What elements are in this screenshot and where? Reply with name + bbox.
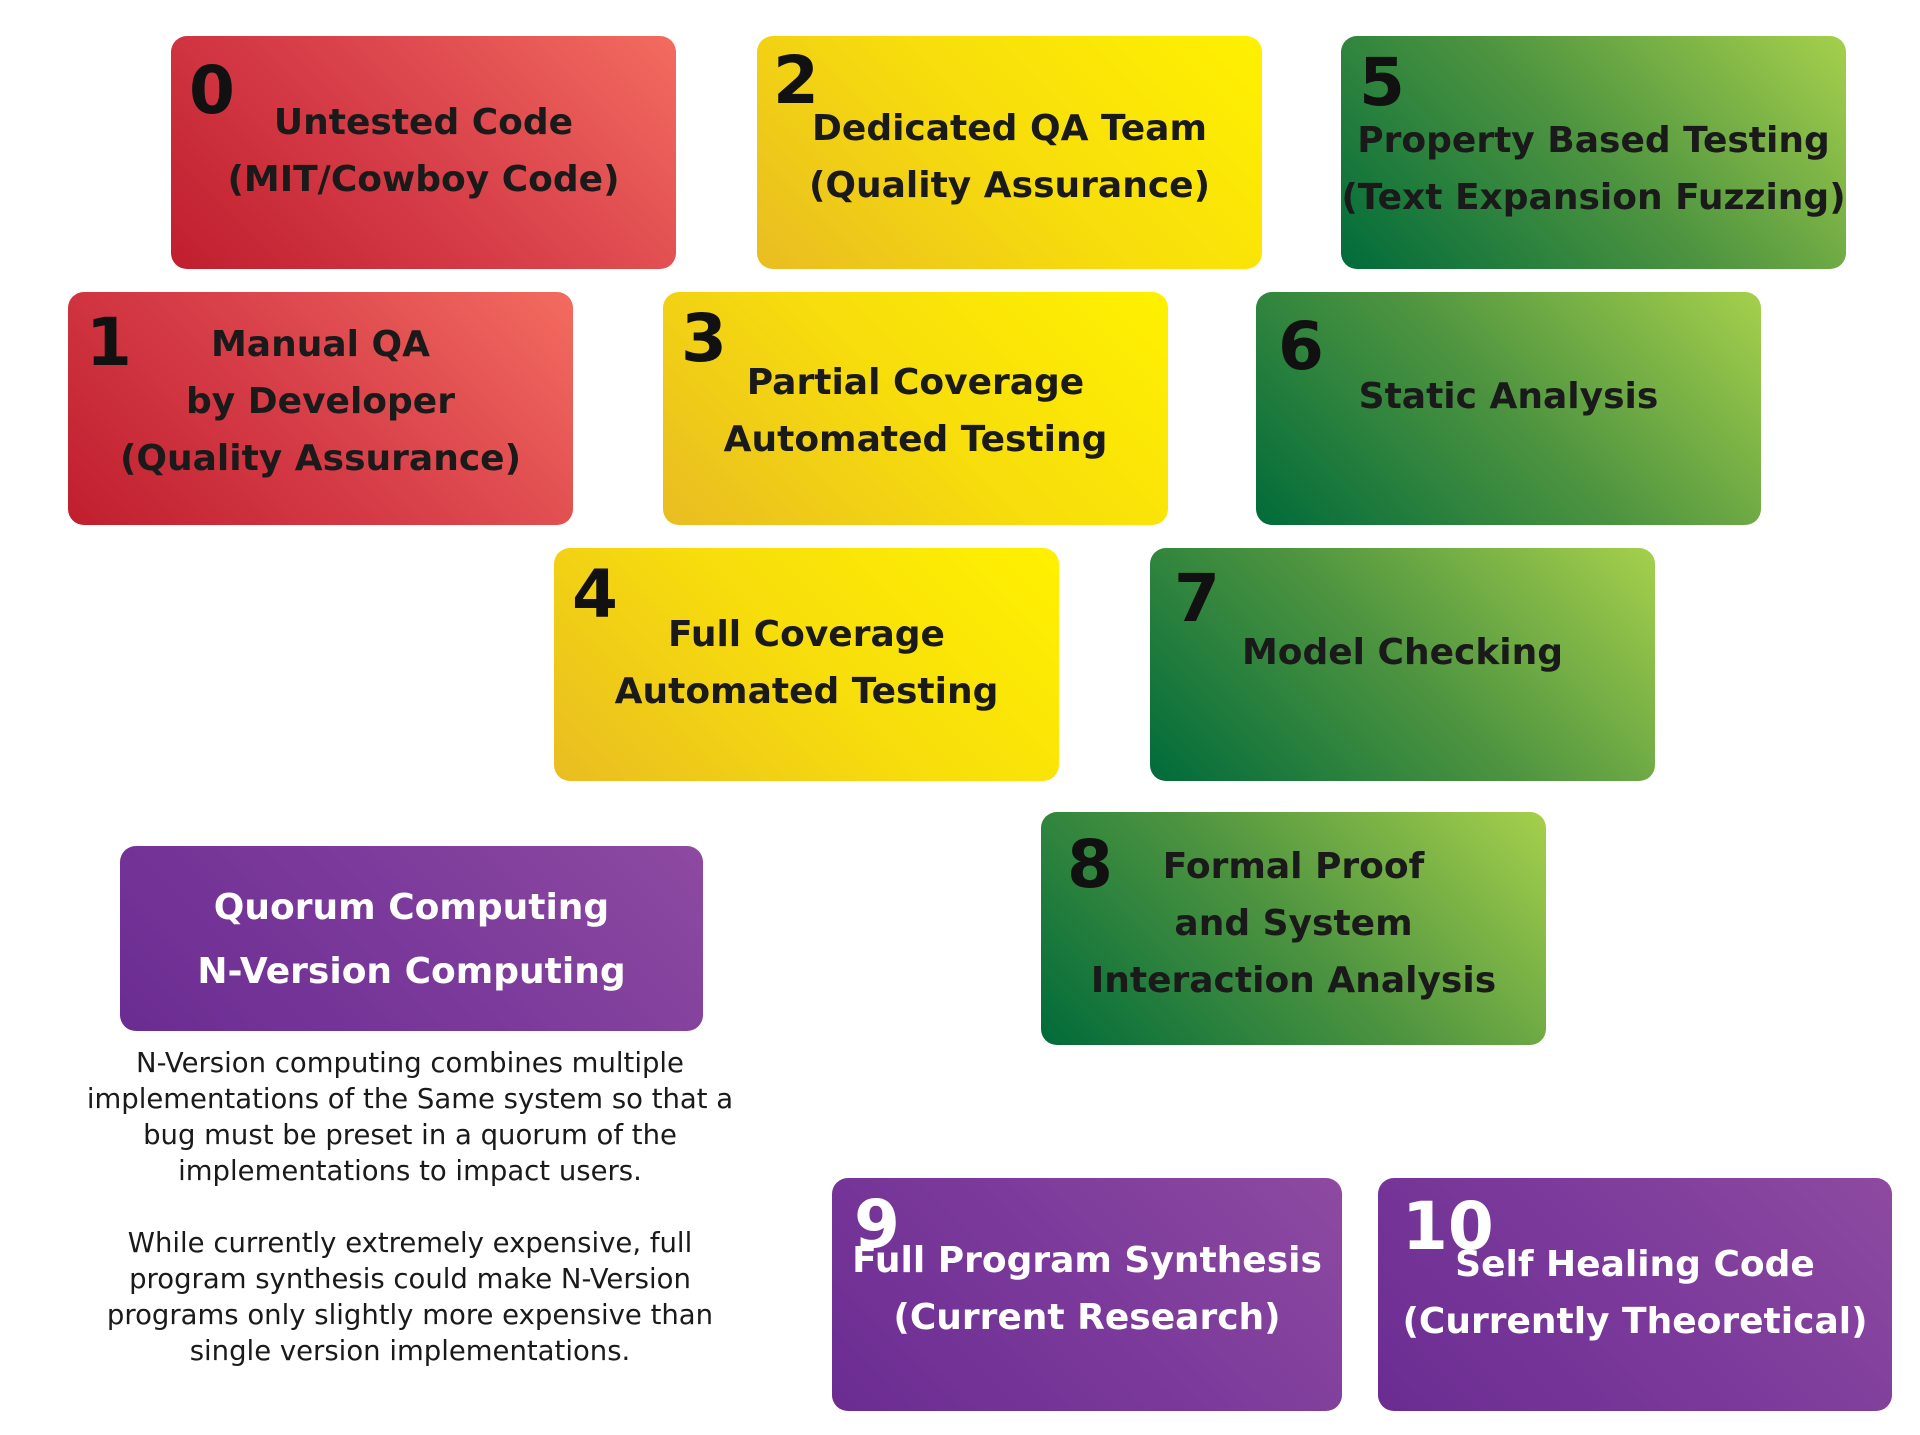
level-label: Static Analysis [1256, 368, 1761, 425]
level-label-line: (MIT/Cowboy Code) [227, 159, 620, 200]
level-label-line: (Quality Assurance) [808, 165, 1211, 206]
level-number: 3 [681, 300, 727, 377]
level-0-card: 0 Untested Code (MIT/Cowboy Code) [171, 36, 676, 269]
level-number: 10 [1402, 1188, 1494, 1265]
level-label-line: by Developer [186, 381, 455, 422]
level-3-card: 3 Partial Coverage Automated Testing [663, 292, 1168, 525]
level-label-line: Dedicated QA Team [812, 108, 1207, 149]
level-8-card: 8 Formal Proof and System Interaction An… [1041, 812, 1546, 1045]
level-label-line: (Quality Assurance) [119, 438, 522, 479]
n-version-description: N-Version computing combines multiple im… [80, 1045, 740, 1369]
description-paragraph: While currently extremely expensive, ful… [106, 1227, 714, 1367]
level-number: 5 [1359, 44, 1405, 121]
quorum-label: Quorum Computing N-Version Computing [120, 876, 703, 1004]
level-number: 4 [572, 556, 618, 633]
level-label: Model Checking [1150, 624, 1655, 681]
level-label-line: (Current Research) [893, 1297, 1281, 1338]
level-label-line: Manual QA [210, 324, 430, 365]
level-label-line: Full Program Synthesis [852, 1240, 1322, 1281]
level-number: 1 [86, 304, 132, 381]
level-6-card: 6 Static Analysis [1256, 292, 1761, 525]
level-label-line: Interaction Analysis [1090, 960, 1497, 1001]
level-label-line: Automated Testing [614, 671, 999, 712]
level-label-line: Model Checking [1241, 632, 1564, 673]
level-2-card: 2 Dedicated QA Team (Quality Assurance) [757, 36, 1262, 269]
level-label-line: Automated Testing [723, 419, 1108, 460]
level-label: Self Healing Code (Currently Theoretical… [1378, 1236, 1892, 1350]
level-number: 7 [1174, 560, 1220, 637]
level-1-card: 1 Manual QA by Developer (Quality Assura… [68, 292, 573, 525]
level-label-line: Partial Coverage [746, 362, 1085, 403]
level-label: Untested Code (MIT/Cowboy Code) [171, 94, 676, 208]
level-label: Full Program Synthesis (Current Research… [832, 1232, 1342, 1346]
description-paragraph: N-Version computing combines multiple im… [86, 1047, 734, 1187]
level-label-line: Untested Code [273, 102, 574, 143]
level-label: Formal Proof and System Interaction Anal… [1041, 838, 1546, 1009]
quorum-label-line: N-Version Computing [197, 951, 626, 992]
level-10-card: 10 Self Healing Code (Currently Theoreti… [1378, 1178, 1892, 1411]
level-label-line: Formal Proof [1162, 846, 1425, 887]
quorum-computing-card: Quorum Computing N-Version Computing [120, 846, 703, 1031]
level-7-card: 7 Model Checking [1150, 548, 1655, 781]
level-label-line: Property Based Testing [1357, 120, 1830, 161]
level-5-card: 5 Property Based Testing (Text Expansion… [1341, 36, 1846, 269]
level-label: Full Coverage Automated Testing [554, 606, 1059, 720]
level-number: 6 [1278, 308, 1324, 385]
level-label: Property Based Testing (Text Expansion F… [1341, 112, 1846, 226]
level-4-card: 4 Full Coverage Automated Testing [554, 548, 1059, 781]
level-9-card: 9 Full Program Synthesis (Current Resear… [832, 1178, 1342, 1411]
level-label: Partial Coverage Automated Testing [663, 354, 1168, 468]
level-label-line: (Currently Theoretical) [1402, 1301, 1868, 1342]
level-label-line: Full Coverage [668, 614, 945, 655]
level-number: 9 [854, 1186, 900, 1263]
level-label-line: and System [1174, 903, 1413, 944]
level-number: 0 [189, 52, 235, 129]
level-number: 8 [1067, 826, 1113, 903]
level-label-line: (Text Expansion Fuzzing) [1341, 177, 1846, 218]
level-label: Dedicated QA Team (Quality Assurance) [757, 100, 1262, 214]
level-label-line: Static Analysis [1358, 376, 1659, 417]
quorum-label-line: Quorum Computing [213, 887, 610, 928]
level-label: Manual QA by Developer (Quality Assuranc… [68, 316, 573, 487]
level-label-line: Self Healing Code [1455, 1244, 1815, 1285]
level-number: 2 [773, 42, 819, 119]
